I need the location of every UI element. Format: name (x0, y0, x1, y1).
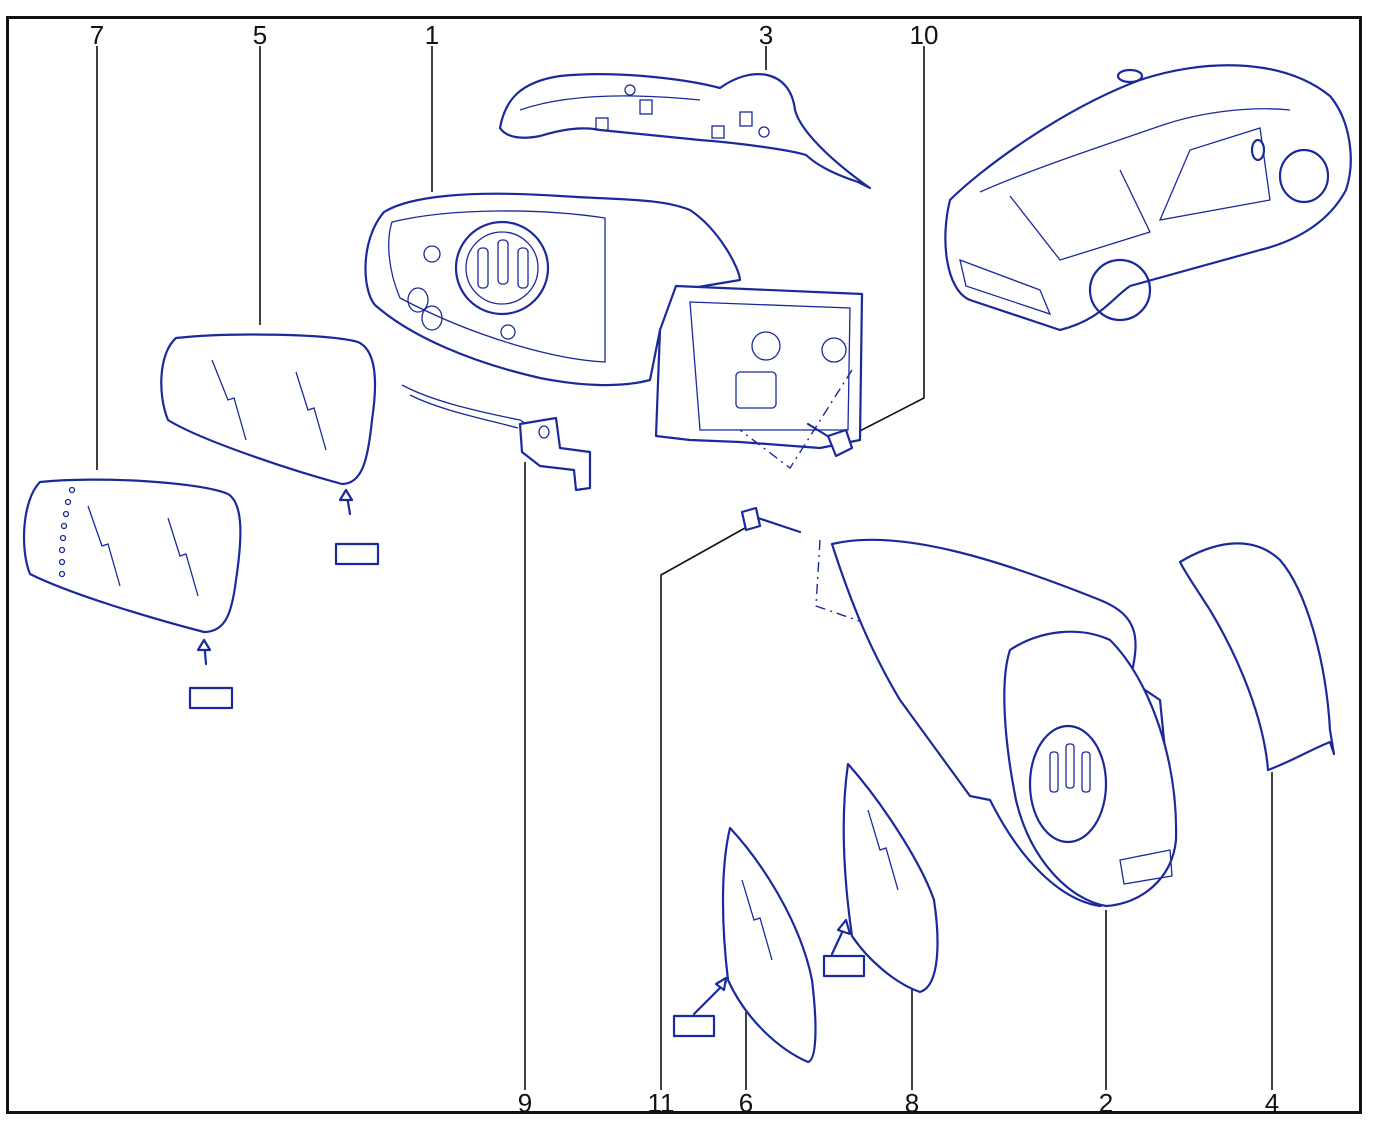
callout-9: 9 (517, 1088, 533, 1118)
car-illustration (944, 64, 1352, 332)
callout-5: 5 (252, 20, 268, 50)
part-11-screw (740, 506, 802, 534)
part-1-mirror-housing (364, 192, 742, 429)
callout-8: 8 (904, 1088, 920, 1118)
part-9-connector (518, 416, 592, 492)
callout-4: 4 (1264, 1088, 1280, 1118)
callout-11: 11 (647, 1088, 675, 1118)
part-10-screw (806, 422, 854, 458)
part-8-mirror-glass-right (822, 762, 939, 994)
part-6-mirror-glass-lower (672, 826, 817, 1064)
part-3-mirror-cover-top (498, 73, 872, 190)
part-4-side-cover (1178, 542, 1336, 772)
callout-6: 6 (738, 1088, 754, 1118)
mounting-bracket-assembly (654, 284, 864, 470)
part-2-mirror-frame-assembly (815, 538, 1178, 908)
callout-2: 2 (1098, 1088, 1114, 1118)
part-7-heated-mirror-glass (22, 478, 242, 710)
callout-1: 1 (424, 20, 440, 50)
callout-7: 7 (89, 20, 105, 50)
callout-3: 3 (758, 20, 774, 50)
part-5-mirror-glass (160, 333, 380, 566)
leader-lines (96, 46, 1273, 1090)
callout-10: 10 (909, 20, 939, 50)
